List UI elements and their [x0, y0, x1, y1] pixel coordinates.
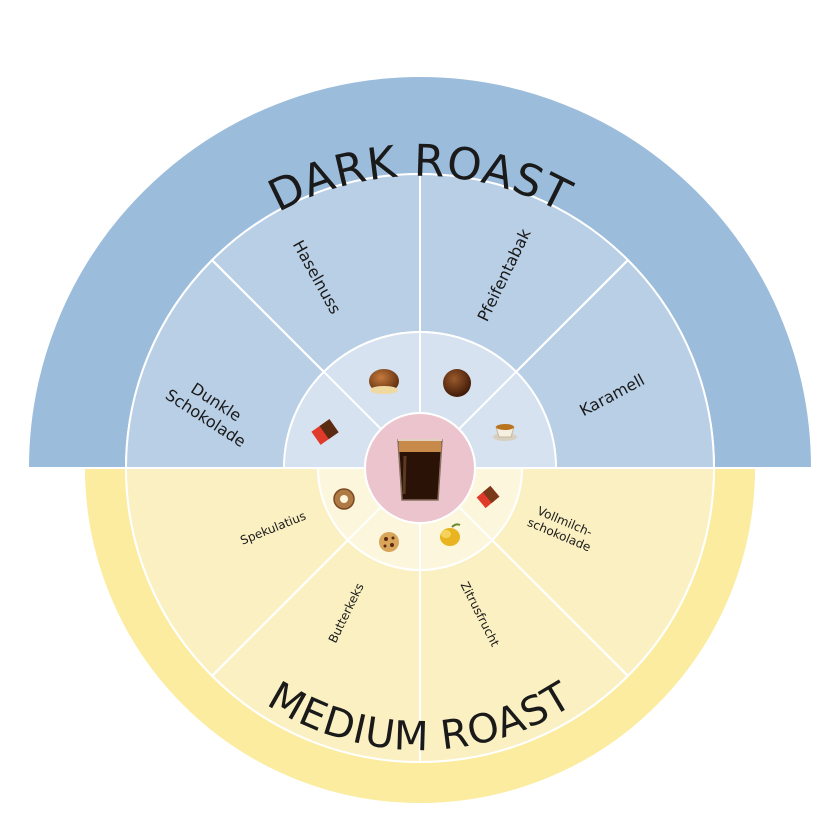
hazelnut-praline-icon	[369, 369, 399, 394]
butter-cookie-icon	[379, 532, 399, 552]
citrus-fruit-icon	[440, 523, 461, 546]
medium-sector-divider	[211, 506, 382, 677]
cookie-ring-icon	[333, 488, 355, 510]
chocolate-piece-icon	[311, 419, 339, 445]
milk-chocolate-icon	[476, 485, 500, 509]
caramel-cup-icon	[493, 424, 517, 441]
medium-sector-divider	[458, 506, 629, 677]
dark-sector-divider	[211, 259, 382, 430]
tobacco-ball-icon	[443, 369, 471, 397]
espresso-glass-icon	[397, 439, 443, 501]
dark-sector-divider	[458, 259, 629, 430]
